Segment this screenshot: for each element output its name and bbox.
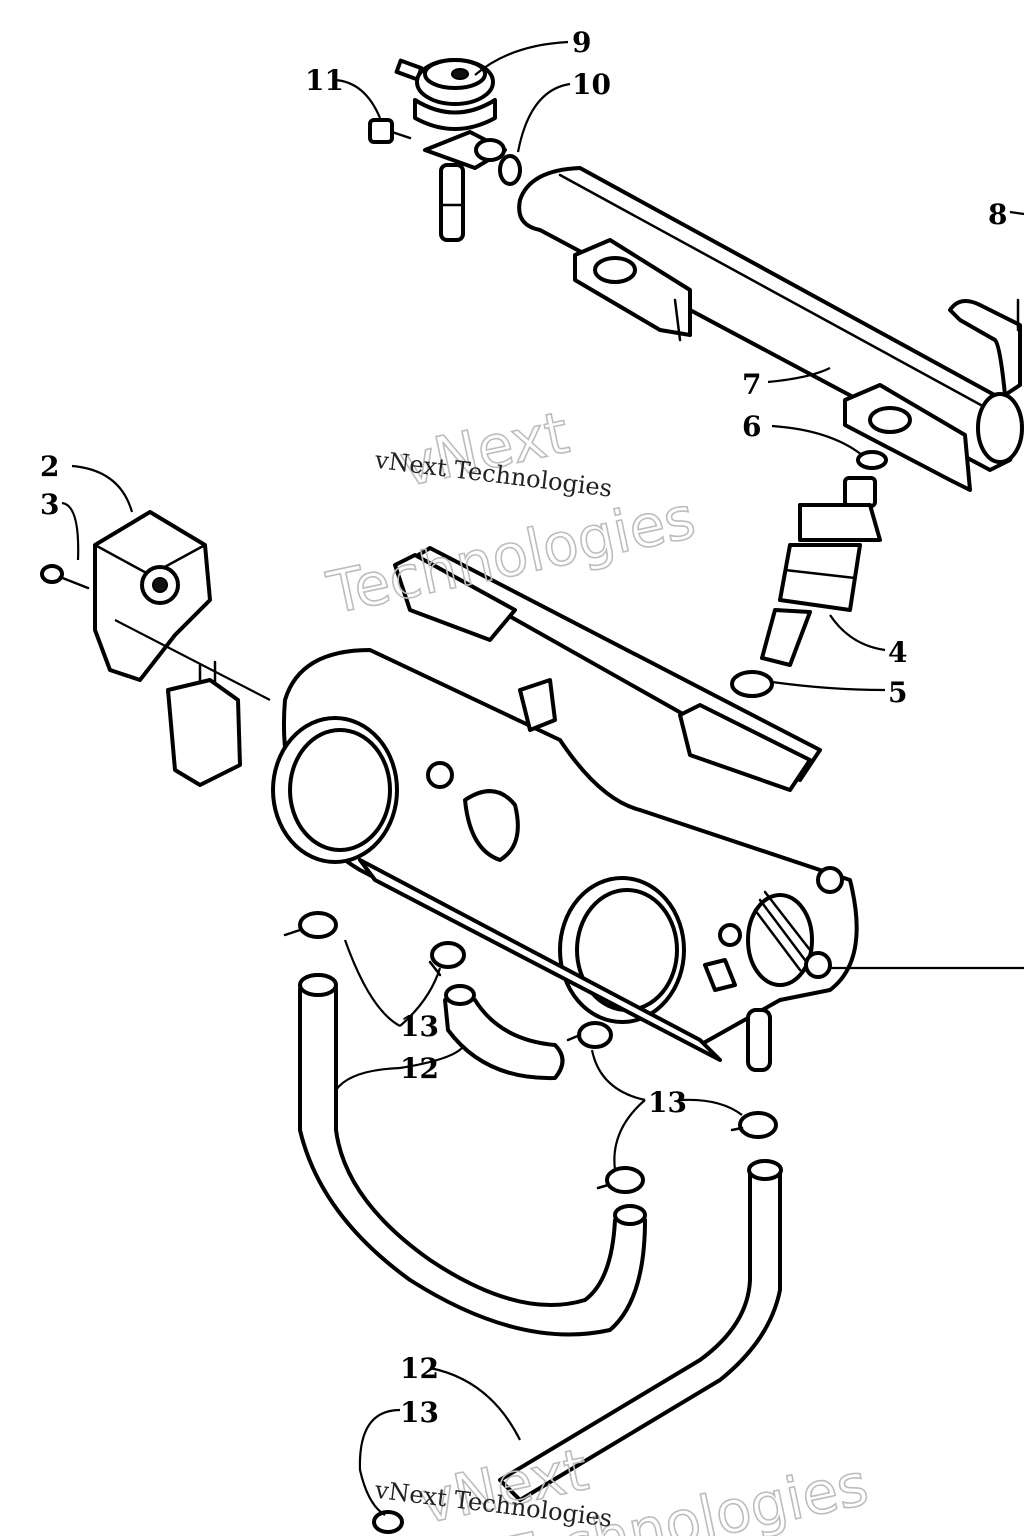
leader-lines [61, 40, 1024, 1516]
screw-3 [40, 564, 90, 590]
fuel-pressure-regulator [394, 58, 507, 242]
callout-3: 3 [40, 488, 59, 521]
fuel-rail [517, 166, 1024, 492]
hose-clamp [566, 1021, 613, 1049]
throttle-body [271, 546, 859, 1072]
callout-13: 13 [400, 1010, 439, 1043]
hose-clamp [730, 1111, 778, 1139]
callout-12: 12 [400, 1352, 439, 1385]
callout-13: 13 [400, 1396, 439, 1429]
hose-short [443, 984, 565, 1081]
callout-13: 13 [648, 1086, 687, 1119]
callout-5: 5 [888, 676, 907, 709]
seal-5 [730, 670, 774, 698]
throttle-position-sensor [93, 510, 242, 787]
callout-4: 4 [888, 636, 907, 669]
hose-u [298, 973, 647, 1337]
hose-clamp [372, 1510, 404, 1534]
fuel-injector [760, 476, 882, 667]
o-ring-6 [856, 450, 888, 470]
o-ring-10 [498, 154, 522, 186]
bolt-11 [368, 118, 412, 144]
callout-7: 7 [742, 368, 761, 401]
callout-8: 8 [988, 198, 1007, 231]
callout-9: 9 [572, 26, 591, 59]
callout-labels: 2 3 4 5 6 7 8 9 10 11 12 12 13 13 13 [40, 26, 1007, 1429]
hose-clamp [596, 1166, 645, 1194]
callout-12: 12 [400, 1052, 439, 1085]
callout-10: 10 [572, 68, 611, 101]
callout-6: 6 [742, 410, 761, 443]
callout-2: 2 [40, 450, 59, 483]
watermark-bottom: vNext Technologies vNext Technologies [373, 1435, 875, 1536]
hose-clamp [428, 941, 466, 977]
hose-clamp [283, 911, 338, 939]
callout-11: 11 [305, 64, 344, 97]
hose-long [498, 1159, 783, 1502]
